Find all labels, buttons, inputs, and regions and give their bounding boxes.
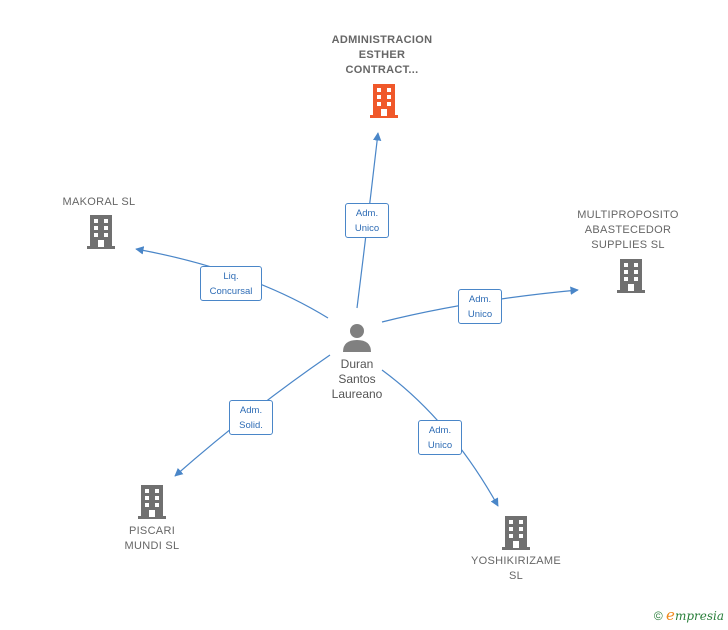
relation-label-piscari[interactable]: Adm. Solid. [229,400,273,435]
company-name-multiproposito[interactable]: MULTIPROPOSITO ABASTECEDOR SUPPLIES SL [577,209,679,251]
company-name-piscari[interactable]: PISCARI MUNDI SL [124,525,180,552]
building-icon[interactable] [615,259,647,298]
relation-label-makoral[interactable]: Liq. Concursal [200,266,262,301]
relation-label-multiproposito[interactable]: Adm. Unico [458,289,502,324]
building-icon[interactable] [136,485,168,524]
relation-label-yoshikirizame[interactable]: Adm. Unico [418,420,462,455]
company-name-makoral[interactable]: MAKORAL SL [62,196,136,208]
brand-text: mpresia [674,609,724,623]
brand-logo: empresia [666,606,724,624]
person-name[interactable]: Duran Santos Laureano [331,357,383,401]
building-icon[interactable] [85,215,117,254]
building-icon[interactable] [368,84,400,123]
company-name-yoshikirizame[interactable]: YOSHIKIRIZAME SL [470,555,562,582]
copyright-symbol: © [653,609,663,623]
brand-initial: e [666,606,675,624]
footer-brand: © empresia [654,606,724,624]
relation-label-administracion[interactable]: Adm. Unico [345,203,389,238]
company-name-administracion[interactable]: ADMINISTRACION ESTHER CONTRACT... [331,34,433,76]
person-icon[interactable] [342,322,372,357]
building-icon[interactable] [500,516,532,555]
